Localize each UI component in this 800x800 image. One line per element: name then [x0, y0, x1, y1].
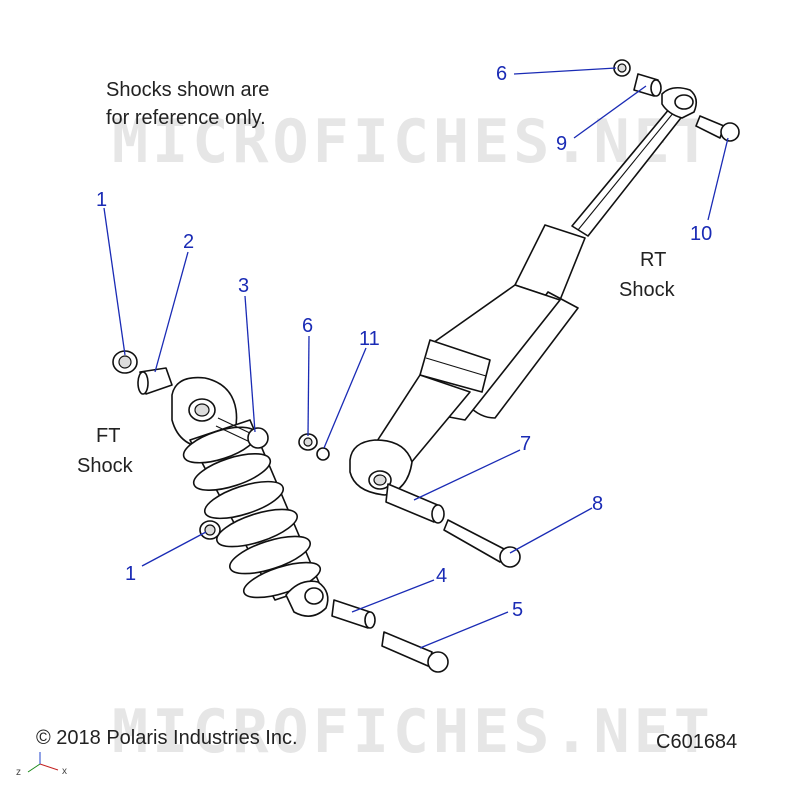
leader-8	[509, 507, 593, 554]
leader-5	[419, 611, 509, 649]
note-line-2: for reference only.	[106, 107, 266, 129]
part-5-bolt	[381, 631, 449, 673]
ft-spring-coils	[182, 426, 322, 599]
leader-1a	[103, 207, 126, 356]
part-10-bolt	[695, 115, 740, 142]
diagram-code: C601684	[656, 731, 737, 753]
rt-shock	[349, 86, 698, 496]
leader-4	[351, 579, 435, 613]
leader-6a	[307, 335, 310, 437]
callout-9: 9	[556, 133, 567, 155]
part-11-washer	[316, 447, 330, 461]
part-2-bushing	[137, 367, 173, 395]
ft-shock-label-1: FT	[96, 425, 120, 447]
part-1-nut-top	[112, 350, 138, 374]
axis-z-label: z	[16, 767, 21, 778]
axis-triad-icon: z x	[16, 752, 67, 778]
part-4-bushing	[331, 599, 376, 629]
leader-7	[413, 449, 521, 501]
callout-6a: 6	[302, 315, 313, 337]
rt-shock-label-1: RT	[640, 249, 666, 271]
part-9-bushing	[633, 73, 662, 97]
callout-1a: 1	[96, 189, 107, 211]
callout-7: 7	[520, 433, 531, 455]
callout-4: 4	[436, 565, 447, 587]
leader-11	[323, 347, 367, 449]
axis-x-label: x	[62, 766, 67, 777]
watermark-bottom: MICROFICHES.NET	[112, 697, 714, 767]
part-3-bolt	[215, 417, 269, 449]
callout-5: 5	[512, 599, 523, 621]
rt-shock-label-2: Shock	[619, 279, 676, 301]
callout-2: 2	[183, 231, 194, 253]
leader-9	[573, 85, 647, 139]
leader-2	[154, 251, 189, 373]
part-7-bushing	[385, 483, 445, 524]
part-6-nut-mid	[298, 433, 318, 451]
leader-10	[707, 137, 729, 221]
part-6-nut-top	[613, 59, 631, 77]
callout-11: 11	[359, 328, 380, 350]
callout-6b: 6	[496, 63, 507, 85]
leader-6b	[513, 67, 617, 75]
ft-shock-label-2: Shock	[77, 455, 134, 477]
part-8-bolt	[443, 519, 521, 568]
copyright-text: © 2018 Polaris Industries Inc.	[36, 727, 298, 749]
leader-1b	[141, 531, 207, 567]
callout-1b: 1	[125, 563, 136, 585]
callout-10: 10	[690, 223, 712, 245]
part-1-nut-lower	[199, 520, 221, 540]
leader-3	[244, 295, 256, 433]
note-line-1: Shocks shown are	[106, 79, 269, 101]
callout-8: 8	[592, 493, 603, 515]
watermark-top: MICROFICHES.NET	[112, 107, 714, 177]
ft-shock	[171, 376, 329, 617]
callout-3: 3	[238, 275, 249, 297]
